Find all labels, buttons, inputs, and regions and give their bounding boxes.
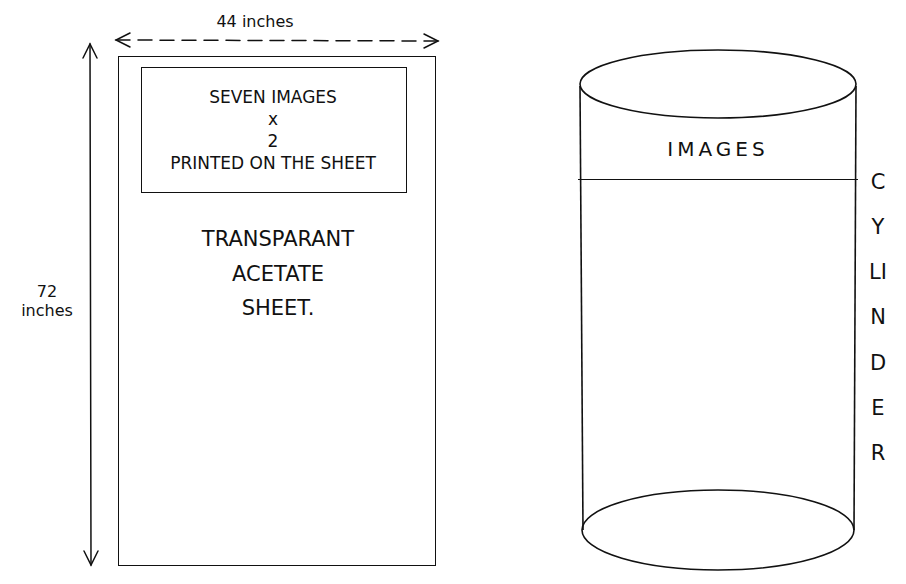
acetate-sheet: TRANSPARANT ACETATE SHEET. SEVEN IMAGES x…: [118, 56, 436, 566]
width-dimension-line: [116, 40, 438, 41]
image-band: IMAGES: [578, 118, 858, 180]
cylinder: CYLINDERIMAGES: [578, 48, 858, 572]
cylinder-outline: [578, 48, 858, 572]
cylinder-label: CYLINDER: [866, 160, 890, 476]
height-dimension-line: [90, 44, 91, 565]
cylinder-stroke: [854, 86, 856, 530]
arrow-head: [83, 44, 97, 58]
cylinder-stroke: [580, 50, 856, 118]
arrow-head: [84, 551, 98, 565]
image-panel: SEVEN IMAGES x 2 PRINTED ON THE SHEET: [141, 67, 407, 193]
cylinder-stroke: [582, 490, 854, 570]
arrow-head: [116, 33, 130, 47]
cylinder-stroke: [580, 86, 583, 530]
arrow-head: [424, 34, 438, 48]
band-label: IMAGES: [578, 137, 858, 161]
sheet-label: TRANSPARANT ACETATE SHEET.: [139, 222, 417, 326]
width-dimension: 44 inches: [190, 12, 320, 31]
height-dimension: 72 inches: [12, 282, 82, 320]
panel-label: SEVEN IMAGES x 2 PRINTED ON THE SHEET: [142, 86, 404, 174]
